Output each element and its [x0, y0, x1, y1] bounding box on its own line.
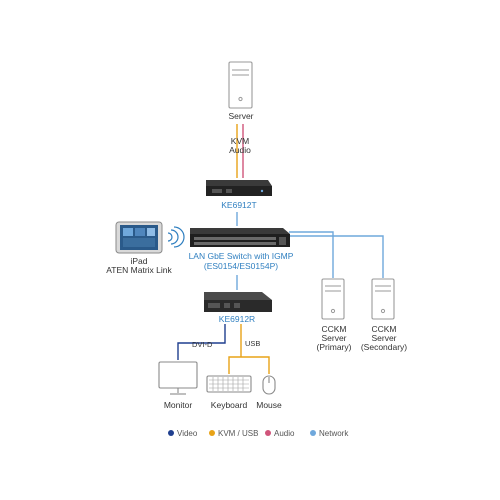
cckm-secondary-line3: (Secondary) [361, 342, 407, 352]
cckm-primary-cable [289, 231, 334, 278]
ipad-label-line2: ATEN Matrix Link [106, 265, 172, 275]
cckm-secondary-line1: CCKM [371, 324, 396, 334]
cckm-primary-server-icon [321, 278, 345, 320]
cckm-primary-line2: Server [321, 333, 346, 343]
ipad-tablet [115, 221, 163, 254]
wifi-icon [167, 226, 185, 248]
keyboard-icon [206, 375, 252, 393]
legend-item-network: Network [310, 429, 349, 438]
kvm-label: KVM [231, 136, 249, 146]
ipad-label-line1: iPad [130, 256, 147, 266]
cckm-secondary-line2: Server [371, 333, 396, 343]
ke6912t-transmitter [206, 180, 272, 196]
legend-dot-network [310, 430, 316, 436]
cckm-primary-line1: CCKM [321, 324, 346, 334]
cckm-secondary-server-icon [371, 278, 395, 320]
keyboard-label: Keyboard [211, 400, 248, 410]
monitor-label: Monitor [164, 400, 193, 410]
usb-label: USB [245, 339, 260, 348]
legend-label-kvm-usb: KVM / USB [218, 429, 258, 438]
monitor-icon [158, 361, 198, 395]
legend-item-audio: Audio [265, 429, 295, 438]
switch-label-line1: LAN GbE Switch with IGMP [189, 251, 294, 261]
switch-label-line2: (ES0154/ES0154P) [204, 261, 278, 271]
ke6912r-label: KE6912R [219, 314, 255, 324]
mouse-label: Mouse [256, 400, 282, 410]
legend-dot-video [168, 430, 174, 436]
legend-item-kvm-usb: KVM / USB [209, 429, 258, 438]
server-label: Server [228, 111, 253, 121]
cckm-primary-line3: (Primary) [317, 342, 352, 352]
legend-dot-kvm-usb [209, 430, 215, 436]
mouse-icon [262, 375, 276, 395]
cckm-network-cables [289, 231, 384, 278]
ke6912r-receiver [204, 292, 272, 312]
legend-label-network: Network [319, 429, 349, 438]
lan-switch [190, 228, 290, 247]
legend: Video KVM / USB Audio Network [168, 429, 349, 438]
usb-cables [228, 324, 270, 374]
dvid-video-cable [177, 324, 226, 360]
legend-label-audio: Audio [274, 429, 295, 438]
legend-label-video: Video [177, 429, 198, 438]
legend-item-video: Video [168, 429, 198, 438]
audio-label: Audio [229, 145, 251, 155]
dvid-label: DVI-D [192, 340, 213, 349]
legend-dot-audio [265, 430, 271, 436]
server-tower [228, 61, 253, 109]
server-to-transmitter-cables [236, 124, 244, 178]
cckm-secondary-cable [289, 235, 384, 278]
ke6912t-label: KE6912T [221, 200, 256, 210]
